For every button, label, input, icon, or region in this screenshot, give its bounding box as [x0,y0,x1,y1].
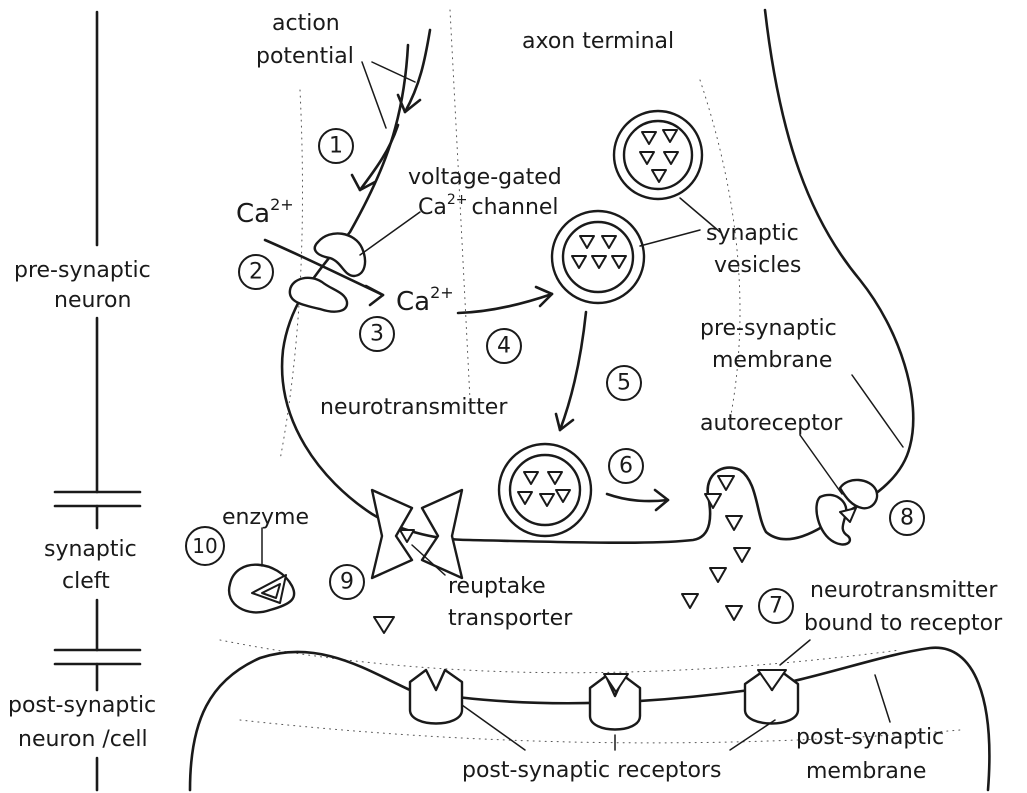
step-number: 4 [497,334,511,359]
label-cleft: cleft [62,569,110,594]
step-marker-2: 2 [239,255,273,289]
label-axon-terminal: axon terminal [522,29,674,54]
label-ca-channel: Ca2+channel [418,192,559,220]
label-neurotransmitter: neurotransmitter [320,395,508,420]
synaptic-vesicle-top [614,111,702,199]
label-pre-synaptic-membrane: pre-synaptic [700,316,837,341]
label-ca-outside: Ca2+ [236,195,294,229]
step-number: 3 [370,322,384,347]
label-neurotransmitter-bound: neurotransmitter [810,578,998,603]
label-bound-to-receptor: bound to receptor [804,611,1003,636]
step-marker-3: 3 [360,317,394,351]
label-post-synaptic-membrane: post-synaptic [796,725,944,750]
label-enzyme: enzyme [222,505,309,530]
label-post-synaptic: post-synaptic [8,693,156,718]
step-marker-4: 4 [487,329,521,363]
step-marker-5: 5 [607,366,641,400]
label-neuron: neuron [54,288,131,313]
label-pre-synaptic: pre-synaptic [14,258,151,283]
synaptic-vesicle-middle [552,211,644,303]
step-number: 8 [900,506,914,531]
step-number: 2 [249,260,263,285]
label-membrane: membrane [712,348,832,373]
synaptic-vesicle-docking [499,444,591,536]
label-potential: potential [256,44,354,69]
step-marker-9: 9 [330,565,364,599]
label-voltage-gated: voltage-gated [408,165,562,190]
label-autoreceptor: autoreceptor [700,411,843,436]
label-neuron-cell: neuron /cell [18,727,148,752]
label-membrane-post: membrane [806,759,926,784]
label-action: action [272,11,340,36]
step-number: 7 [769,594,783,619]
vesicle-leader [640,230,700,246]
label-vesicles: vesicles [714,253,801,278]
region-scale-bar [55,12,140,790]
label-reuptake: reuptake [448,574,546,599]
step-marker-6: 6 [609,449,643,483]
step-marker-8: 8 [890,501,924,535]
label-ca-inside: Ca2+ [396,283,454,317]
step-number: 10 [192,534,217,558]
label-transporter: transporter [448,606,573,631]
step-marker-1: 1 [319,129,353,163]
label-synaptic-cleft-1: synaptic [44,537,137,562]
label-synaptic: synaptic [706,221,799,246]
step-number: 6 [619,454,633,479]
step-number: 1 [329,134,343,159]
label-post-synaptic-receptors: post-synaptic receptors [462,758,721,783]
step-marker-7: 7 [759,589,793,623]
step-marker-10: 10 [186,527,224,565]
autoreceptor [800,375,903,544]
step-number: 5 [617,371,631,396]
step-number: 9 [340,570,354,595]
enzyme [229,528,294,612]
